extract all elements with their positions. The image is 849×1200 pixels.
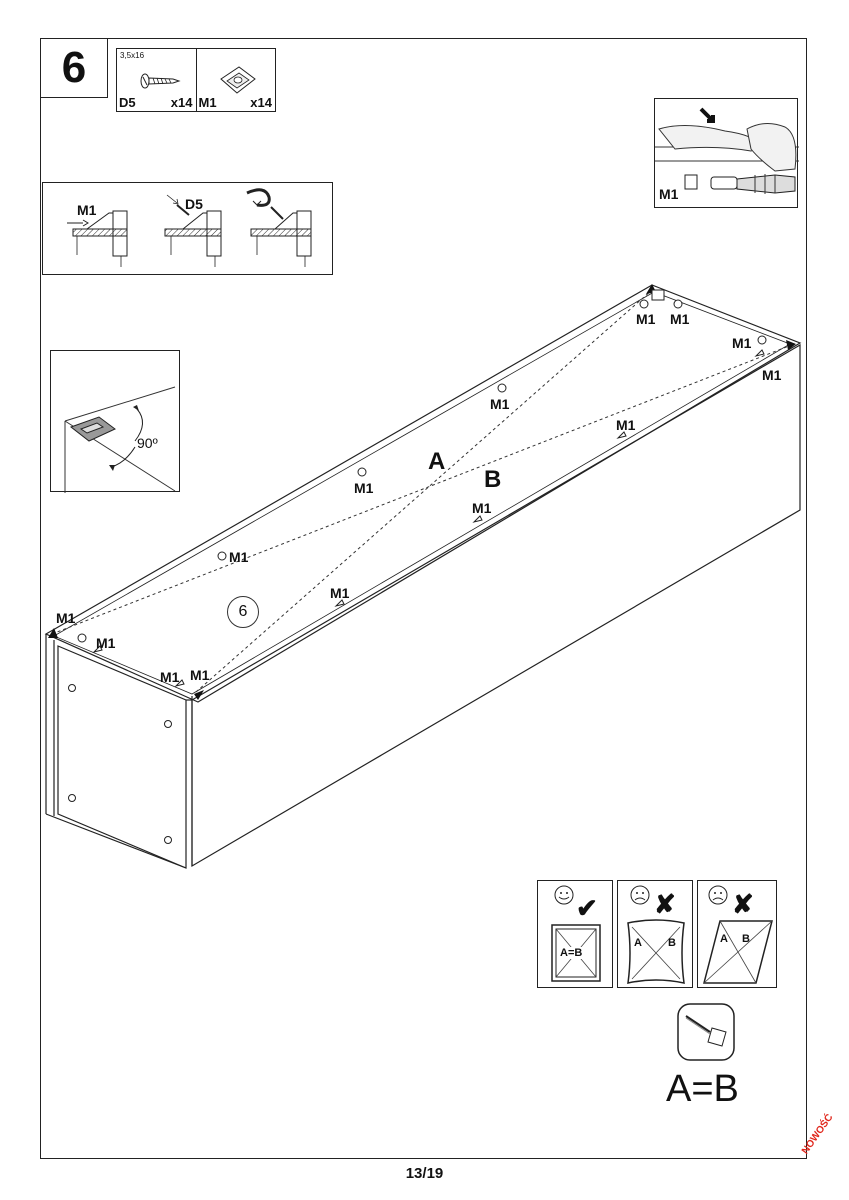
bracket-label: M1	[616, 417, 636, 433]
part-spec: 3,5x16	[120, 51, 145, 60]
check-bad-text-a: A	[634, 937, 642, 949]
part-code: M1	[198, 95, 217, 110]
check-panel-ok: ✔ A=B	[537, 880, 613, 988]
check-bad-icon: ✘	[654, 889, 676, 919]
part-qty: x14	[170, 95, 193, 110]
screw-icon	[140, 73, 181, 89]
part-m1: M1 x14	[197, 49, 276, 111]
bracket-label: M1	[670, 311, 690, 327]
check-bad-icon: ✘	[732, 889, 754, 919]
check-panel-bad-1: ✘ A B	[617, 880, 693, 988]
check-panel-bad-2: ✘ A B	[697, 880, 777, 988]
check-bad-1-drawing	[627, 885, 685, 984]
check-bad-text-b: B	[668, 937, 676, 949]
bracket-label: M1	[229, 549, 249, 565]
bracket-label: M1	[354, 480, 374, 496]
tape-measure-icon	[677, 1003, 735, 1061]
detail-label-m1: M1	[77, 202, 97, 218]
bracket-label: M1	[472, 500, 492, 516]
detail-label-d5: D5	[185, 196, 203, 212]
panel-number: 6	[227, 596, 259, 628]
bracket-label: M1	[490, 396, 510, 412]
check-bad-2-drawing	[703, 885, 773, 984]
part-qty: x14	[250, 95, 272, 110]
detail-step-1	[67, 210, 128, 267]
detail-step-3	[246, 188, 312, 267]
mounting-detail-panel: M1 D5	[42, 182, 333, 275]
press-label-m1: M1	[659, 186, 679, 202]
corner-bracket-icon	[219, 66, 256, 94]
page-number: 13/19	[405, 1165, 444, 1182]
mounting-detail-drawing	[67, 188, 312, 267]
press-drawing	[655, 107, 799, 194]
check-bad-text-b: B	[742, 933, 750, 945]
bracket-label: M1	[190, 667, 210, 683]
bracket-label: M1	[636, 311, 656, 327]
step-number: 6	[40, 38, 108, 98]
angle-label: 90º	[137, 435, 158, 451]
bracket-label: M1	[732, 335, 752, 351]
angle-drawing	[64, 386, 176, 493]
check-ok-icon: ✔	[576, 893, 598, 923]
bracket-label: M1	[762, 367, 782, 383]
angle-inset: 90º	[50, 350, 180, 493]
diagonal-label-b: B	[484, 466, 502, 493]
bracket-label: M1	[330, 585, 350, 601]
check-ok-text: A=B	[560, 947, 583, 959]
check-bad-text-a: A	[720, 933, 728, 945]
bracket-label: M1	[160, 669, 180, 685]
diagonal-label-a: A	[428, 448, 446, 475]
page-frame	[40, 38, 807, 1159]
detail-step-2	[164, 194, 222, 267]
press-inset: M1	[654, 98, 799, 208]
bracket-label: M1	[96, 635, 116, 651]
bracket-label: M1	[56, 610, 76, 626]
parts-list: 3,5x16 D5 x14 M1 x14	[116, 48, 276, 112]
equality-label: A=B	[666, 1068, 739, 1110]
part-code: D5	[119, 95, 136, 110]
part-d5: 3,5x16 D5 x14	[117, 49, 197, 111]
